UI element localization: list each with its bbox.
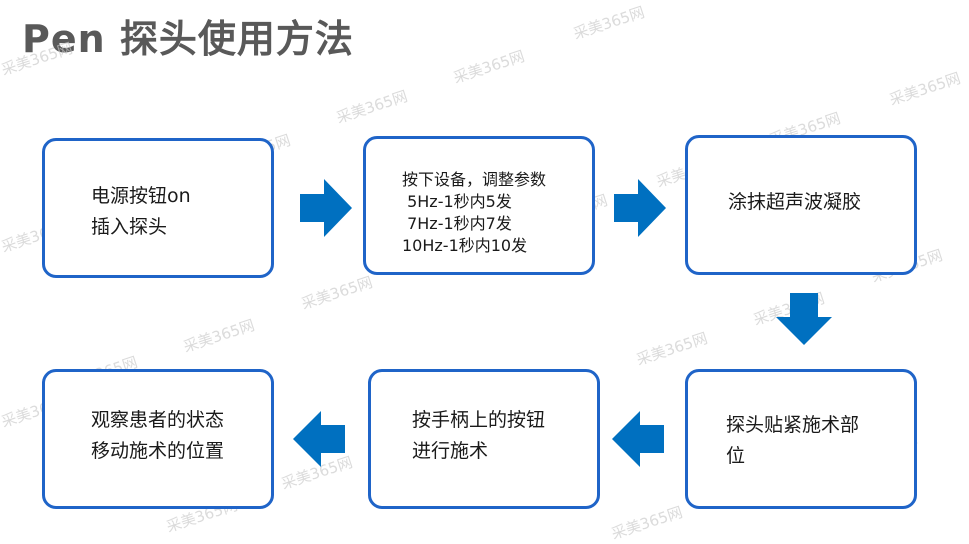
step-text-line: 进行施术	[412, 440, 489, 462]
step-text-line: 移动施术的位置	[91, 440, 225, 462]
step-text-line: 电源按钮on	[91, 185, 191, 207]
flow-step-6: 观察患者的状态 移动施术的位置	[42, 369, 274, 509]
step-text-line: 按手柄上的按钮	[412, 409, 546, 431]
step-text-line: 涂抹超声波凝胶	[728, 191, 862, 213]
step-text-line: 7Hz-1秒内7发	[402, 214, 512, 233]
arrow-down-icon	[776, 293, 832, 345]
watermark: 采美365网	[451, 47, 527, 87]
watermark: 采美365网	[609, 503, 685, 543]
flow-step-2: 按下设备，调整参数 5Hz-1秒内5发 7Hz-1秒内7发 10Hz-1秒内10…	[363, 136, 595, 275]
step-text-line: 5Hz-1秒内5发	[402, 192, 512, 211]
arrow-left-icon	[293, 411, 345, 467]
flow-step-4: 探头贴紧施术部 位	[685, 369, 917, 509]
step-text-line: 探头贴紧施术部	[726, 414, 860, 436]
watermark: 采美365网	[334, 87, 410, 127]
arrow-left-icon	[612, 411, 664, 467]
flow-step-1: 电源按钮on 插入探头	[42, 138, 274, 278]
step-text-line: 观察患者的状态	[91, 409, 225, 431]
watermark: 采美365网	[299, 273, 375, 313]
watermark: 采美365网	[887, 69, 963, 109]
flow-step-5: 按手柄上的按钮 进行施术	[368, 369, 600, 509]
step-text-line: 按下设备，调整参数	[402, 170, 547, 189]
watermark: 采美365网	[634, 329, 710, 369]
step-text-line: 位	[726, 445, 746, 467]
arrow-right-icon	[614, 179, 666, 237]
flow-step-3: 涂抹超声波凝胶	[685, 135, 917, 275]
step-text-line: 插入探头	[91, 216, 168, 238]
step-text-line: 10Hz-1秒内10发	[402, 236, 528, 255]
watermark: 采美365网	[571, 3, 647, 43]
page-title: Pen 探头使用方法	[22, 17, 354, 61]
arrow-right-icon	[300, 179, 352, 237]
watermark: 采美365网	[181, 316, 257, 356]
